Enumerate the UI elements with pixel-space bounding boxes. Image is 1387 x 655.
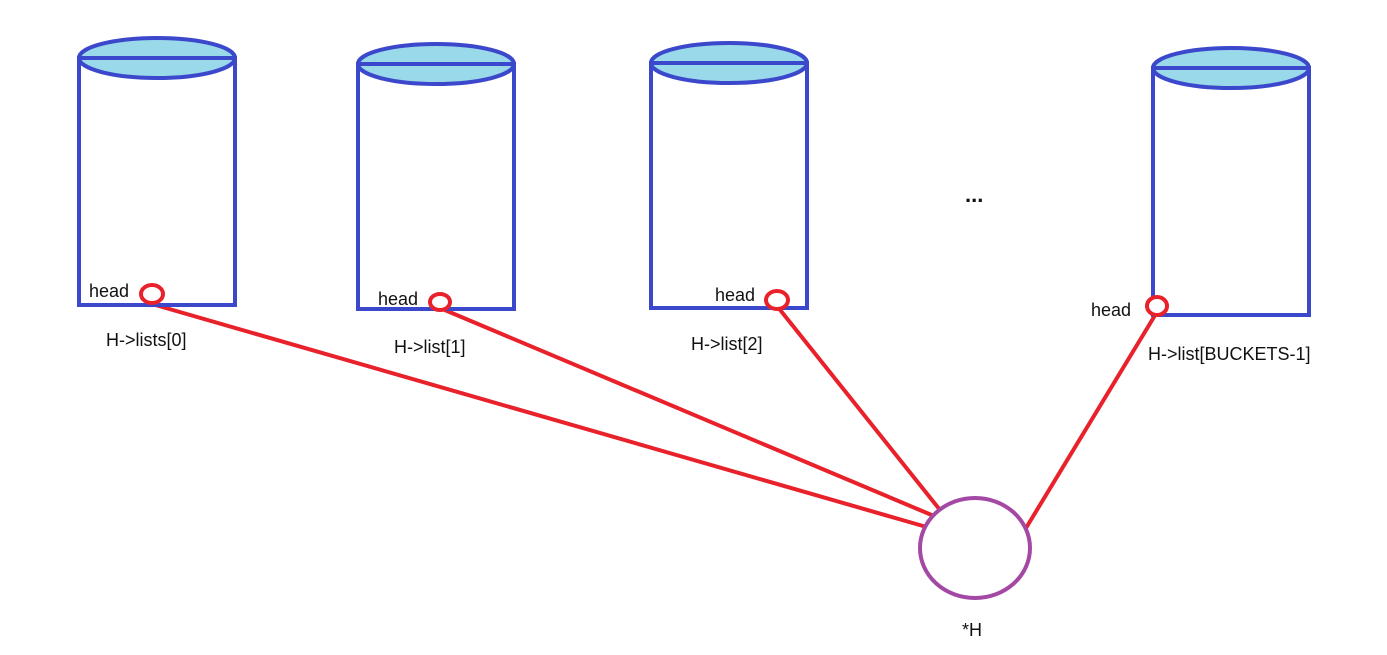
link-line-0: [151, 302, 931, 530]
bucket-3: head H->list[BUCKETS-1]: [1091, 46, 1311, 364]
head-links: [151, 302, 1159, 530]
head-pointer-icon: [764, 289, 790, 311]
head-pointer-icon: [1145, 295, 1169, 317]
hash-node-label: *H: [962, 620, 982, 640]
bucket-caption: H->list[BUCKETS-1]: [1148, 344, 1311, 364]
head-label: head: [1091, 300, 1131, 320]
head-pointer-icon: [428, 292, 452, 312]
bucket-caption: H->lists[0]: [106, 330, 187, 350]
bucket-2: head H->list[2]: [649, 41, 809, 354]
head-label: head: [715, 285, 755, 305]
ellipsis: ...: [965, 182, 983, 207]
link-line-3: [1024, 310, 1159, 530]
bucket-caption: H->list[2]: [691, 334, 763, 354]
bucket-1: head H->list[1]: [356, 42, 516, 357]
bucket-body: [356, 62, 516, 311]
bucket-body: [1151, 66, 1311, 317]
link-line-1: [439, 306, 935, 518]
bucket-body: [649, 61, 809, 310]
head-pointer-icon: [139, 283, 165, 305]
hash-node-circle: [918, 496, 1032, 600]
hash-node: *H: [918, 496, 1032, 640]
bucket-caption: H->list[1]: [394, 337, 466, 357]
head-label: head: [89, 281, 129, 301]
head-label: head: [378, 289, 418, 309]
bucket-body: [77, 56, 237, 307]
link-line-2: [775, 304, 942, 512]
bucket-0: head H->lists[0]: [77, 36, 237, 350]
